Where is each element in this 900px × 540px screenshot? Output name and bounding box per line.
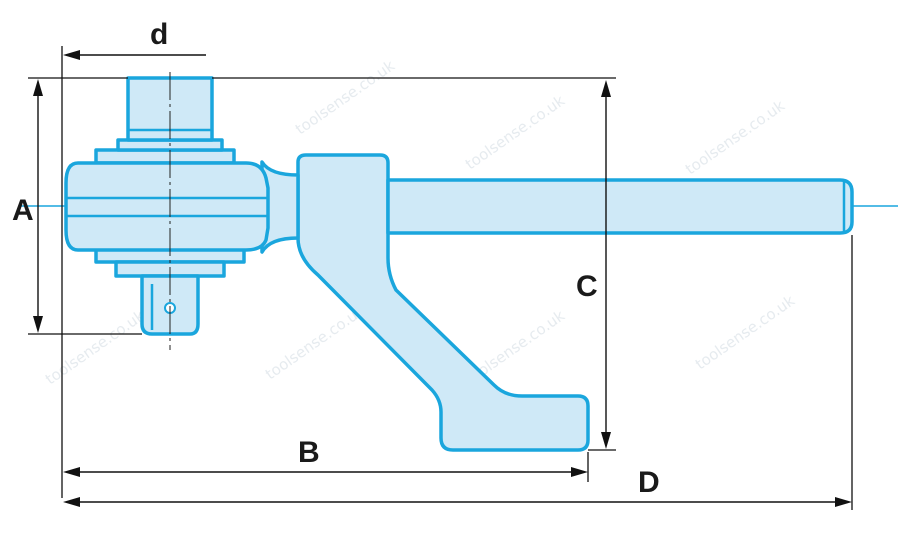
head-neck [260, 160, 300, 254]
dimension-a-arrow-bottom [33, 316, 43, 333]
watermark-text: toolsense.co.uk [292, 56, 398, 138]
dimension-c-arrow-top [601, 80, 611, 97]
watermark-text: toolsense.co.uk [262, 301, 368, 383]
dimension-b-arrow-right [571, 467, 588, 477]
extension-bar [386, 178, 854, 235]
dimension-a-arrow-top [33, 79, 43, 96]
dimension-d-arrow-right [835, 497, 852, 507]
watermark-text: toolsense.co.uk [462, 91, 568, 173]
dimension-d-arrow-left [63, 497, 80, 507]
watermark-text: toolsense.co.uk [682, 96, 788, 178]
dimension-b-arrow-left [63, 467, 80, 477]
dimension-small-d-arrow [63, 50, 80, 60]
watermark-text: toolsense.co.uk [42, 306, 148, 388]
dimension-b-label: B [298, 436, 320, 469]
watermark-text: toolsense.co.uk [692, 291, 798, 373]
dimension-a-label: A [12, 194, 34, 227]
dimension-c-label: C [576, 270, 598, 303]
upper-collar-outer [94, 148, 236, 165]
gearbox-head [64, 161, 270, 252]
reaction-arm [296, 153, 590, 452]
dimension-d-label: D [638, 466, 660, 499]
dimension-small-d-label: d [150, 18, 168, 51]
dimension-c-arrow-bottom [601, 432, 611, 449]
